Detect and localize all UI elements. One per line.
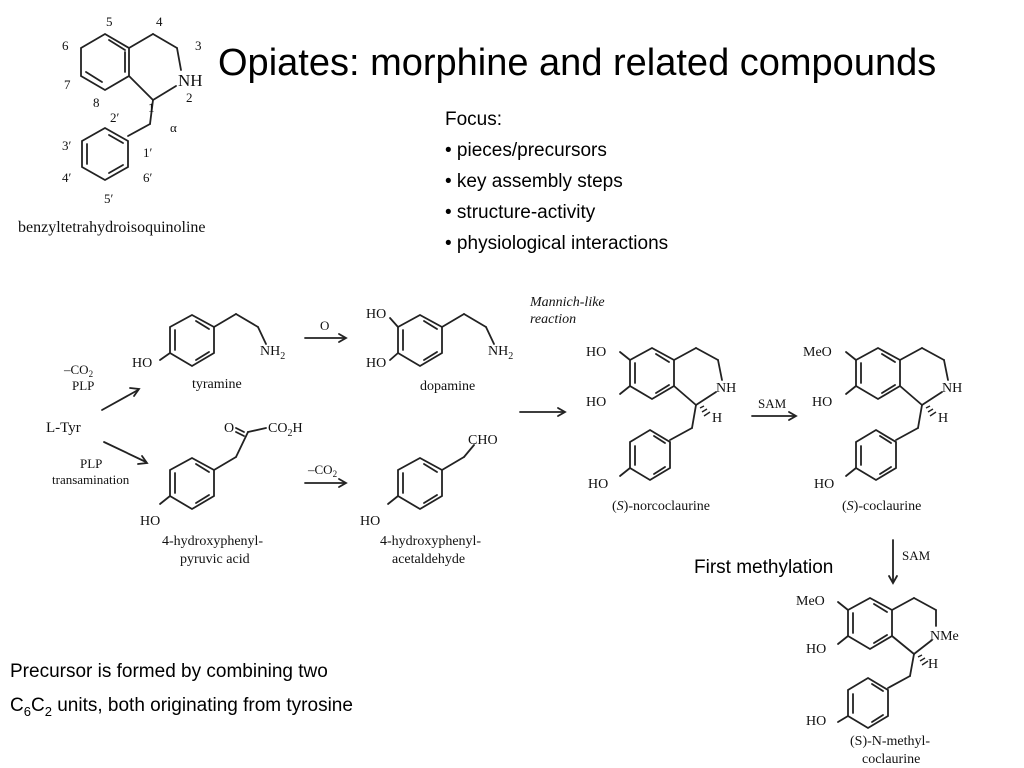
oxidation-label: O	[320, 318, 329, 333]
atom-number: 3′	[62, 138, 72, 153]
first-methylation-label: First methylation	[694, 557, 834, 578]
focus-item: • key assembly steps	[445, 171, 623, 192]
ho-label: HO	[812, 395, 832, 410]
atom-number: 3	[195, 38, 202, 53]
nh-label: NH	[716, 381, 736, 396]
l-tyr-label: L-Tyr	[46, 420, 81, 436]
hppa-structure	[159, 427, 267, 511]
mannich-label: reaction	[530, 312, 576, 327]
condition-label: PLP	[72, 378, 94, 393]
nmethyl-name: coclaurine	[862, 752, 920, 767]
focus-item: • physiological interactions	[445, 233, 669, 254]
hppa-name: 4-hydroxyphenyl-	[162, 534, 263, 549]
atom-number: 5′	[104, 191, 114, 206]
decarb-label: –CO2	[307, 462, 337, 479]
atom-number: 4′	[62, 170, 72, 185]
ho-label: HO	[132, 356, 152, 371]
condition-label: PLP	[80, 456, 102, 471]
o-label: O	[224, 421, 234, 436]
focus-heading: Focus:	[445, 109, 503, 130]
ho-label: HO	[588, 477, 608, 492]
condition-label: transamination	[52, 472, 130, 487]
nmethyl-name: (S)-N-methyl-	[850, 734, 930, 749]
ho-label: HO	[586, 345, 606, 360]
ho-label: HO	[806, 642, 826, 657]
norcoclaurine-structure	[619, 346, 723, 482]
atom-number: α	[170, 120, 177, 135]
precursor-note-line2: C6C2 units, both originating from tyrosi…	[10, 690, 353, 728]
ho-label: HO	[586, 395, 606, 410]
formula-c: C	[30, 695, 45, 716]
meo-label: MeO	[796, 594, 825, 609]
hppa-name: pyruvic acid	[180, 552, 250, 567]
coclaurine-name: (S)-coclaurine	[842, 499, 921, 514]
co2h-label: CO2H	[268, 421, 303, 439]
formula-sub: 2	[44, 703, 52, 719]
atom-number: 6	[62, 38, 69, 53]
atom-number: 5	[106, 14, 113, 29]
template-structure	[80, 32, 182, 182]
ho-label: HO	[814, 477, 834, 492]
sam-label: SAM	[758, 396, 787, 411]
nh2-label: NH2	[488, 344, 513, 362]
hpaa-name: acetaldehyde	[392, 552, 465, 567]
dopamine-structure	[389, 313, 495, 368]
nh-label: NH	[942, 381, 962, 396]
sam-label: SAM	[902, 548, 931, 563]
h-label: H	[712, 411, 722, 426]
dopamine-name: dopamine	[420, 379, 475, 394]
nh-label: NH	[178, 71, 203, 90]
ho-label: HO	[140, 514, 160, 529]
slide-title: Opiates: morphine and related compounds	[218, 42, 937, 84]
focus-item: • structure-activity	[445, 202, 596, 223]
ho-label: HO	[366, 307, 386, 322]
focus-list: Focus: • pieces/precursors • key assembl…	[445, 104, 668, 259]
ho-label: HO	[360, 514, 380, 529]
precursor-note-line1: Precursor is formed by combining two	[10, 661, 328, 682]
atom-number: 7	[64, 77, 71, 92]
atom-number: 1	[148, 100, 155, 115]
atom-number: 8	[93, 95, 100, 110]
condition-label: –CO2	[63, 362, 93, 379]
meo-label: MeO	[803, 345, 832, 360]
norcoclaurine-name: (S)-norcoclaurine	[612, 499, 710, 514]
atom-number: 1′	[143, 145, 153, 160]
formula-rest: units, both originating from tyrosine	[51, 695, 353, 716]
h-label: H	[938, 411, 948, 426]
focus-item: • pieces/precursors	[445, 140, 607, 161]
tyramine-name: tyramine	[192, 377, 242, 392]
nmethylcoclaurine-structure	[837, 596, 937, 730]
atom-number: 6′	[143, 170, 153, 185]
nme-label: NMe	[930, 629, 959, 644]
mannich-label: Mannich-like	[529, 295, 605, 310]
atom-number: 2′	[110, 110, 120, 125]
template-caption: benzyltetrahydroisoquinoline	[18, 219, 206, 236]
formula-c: C	[10, 695, 24, 716]
nh2-label: NH2	[260, 344, 285, 362]
ho-label: HO	[366, 356, 386, 371]
tyramine-structure	[159, 313, 267, 368]
formula-sub: 6	[23, 703, 31, 719]
coclaurine-structure	[845, 346, 949, 482]
ho-label: HO	[806, 714, 826, 729]
atom-number: 2	[186, 90, 193, 105]
cho-label: CHO	[468, 433, 498, 448]
atom-number: 4	[156, 14, 163, 29]
hpaa-name: 4-hydroxyphenyl-	[380, 534, 481, 549]
h-label: H	[928, 657, 938, 672]
hpaa-structure	[387, 444, 475, 511]
